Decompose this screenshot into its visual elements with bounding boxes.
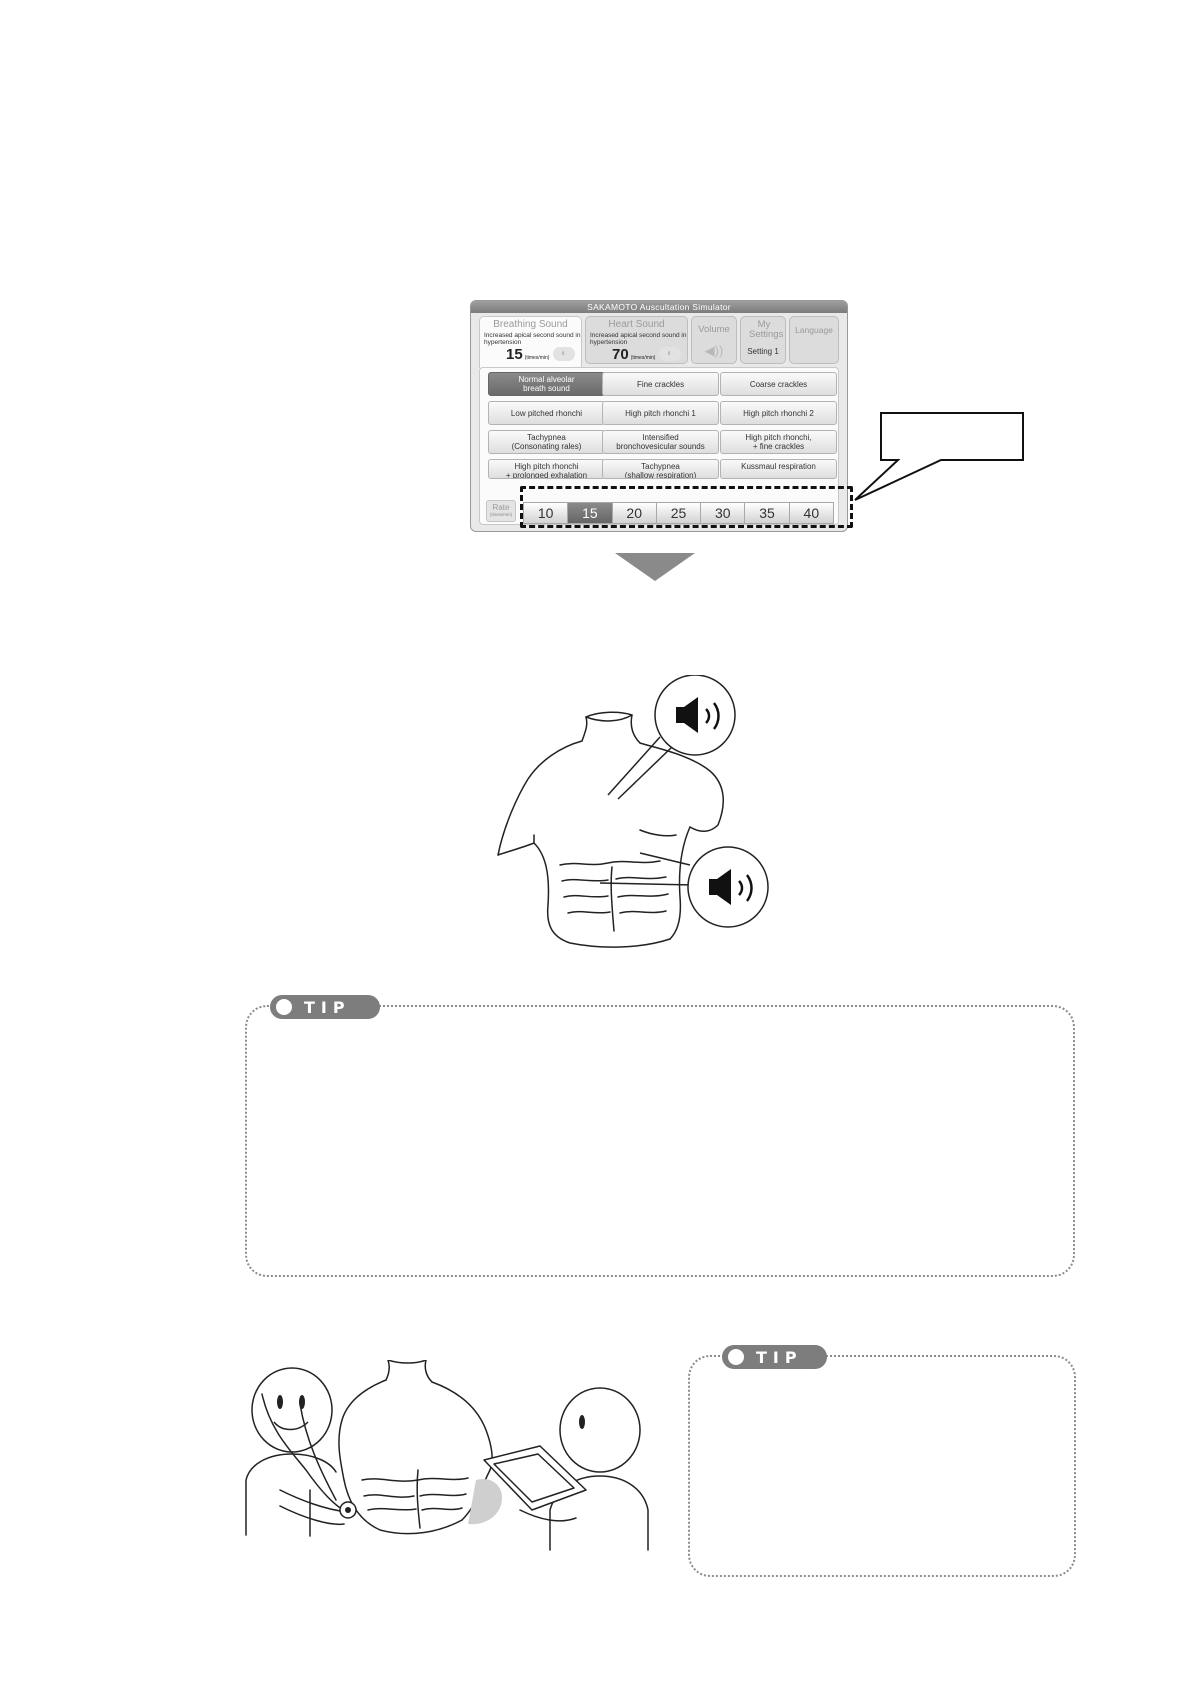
sound-button[interactable]: Intensified bronchovesicular sounds xyxy=(602,430,719,454)
sound-button[interactable]: Normal alveolar breath sound xyxy=(488,372,605,396)
rate-button-15[interactable]: 15 xyxy=(567,502,613,524)
callout-bubble xyxy=(854,412,1024,501)
speaker-icon xyxy=(709,869,753,905)
tab-heart-sound-label: Heart Sound xyxy=(608,319,665,330)
rate-button-40[interactable]: 40 xyxy=(788,502,834,524)
speaker-icon xyxy=(676,697,720,733)
tip-box-side xyxy=(688,1355,1076,1577)
sound-button[interactable]: High pitch rhonchi 1 xyxy=(602,401,719,425)
tab-breathing-sound-label: Breathing Sound xyxy=(493,319,568,330)
tab-my-settings[interactable]: My Settings Setting 1 xyxy=(740,316,786,364)
sound-button[interactable]: High pitch rhonchi 2 xyxy=(720,401,837,425)
tip-box-main xyxy=(245,1005,1075,1277)
rate-button-30[interactable]: 30 xyxy=(700,502,746,524)
tab-language[interactable]: Language xyxy=(789,316,839,364)
app-title-bar: SAKAMOTO Auscultation Simulator xyxy=(471,301,847,313)
tip-dot-icon xyxy=(728,1349,744,1365)
sound-button[interactable]: Fine crackles xyxy=(602,372,719,396)
my-settings-value: Setting 1 xyxy=(747,347,779,356)
tip-badge-main: TIP xyxy=(270,995,380,1019)
tip-dot-icon xyxy=(276,999,292,1015)
sound-button[interactable]: Tachypnea (shallow respiration) xyxy=(602,459,719,479)
training-scene-illustration xyxy=(245,1360,649,1551)
tip-label-side: TIP xyxy=(756,1347,803,1367)
sound-button[interactable]: High pitch rhonchi + prolonged exhalatio… xyxy=(488,459,605,479)
sound-button[interactable]: Low pitched rhonchi xyxy=(488,401,605,425)
rate-button-10[interactable]: 10 xyxy=(523,502,569,524)
heart-sound-subtitle: Increased apical second sound in hyperte… xyxy=(590,332,687,346)
sound-button[interactable]: High pitch rhonchi, + fine crackles xyxy=(720,430,837,454)
rate-button-35[interactable]: 35 xyxy=(744,502,790,524)
rate-label: Rate(times/min) xyxy=(486,500,516,522)
down-arrow-icon xyxy=(615,553,695,581)
lungs-icon: ◐ xyxy=(553,347,575,361)
tab-volume[interactable]: Volume ◀)) xyxy=(691,316,737,364)
breathing-sound-subtitle: Increased apical second sound in hyperte… xyxy=(484,332,581,346)
torso-mannequin-illustration xyxy=(497,675,769,948)
tab-heart-sound[interactable]: Heart Sound Increased apical second soun… xyxy=(585,316,688,364)
rate-label-unit: (times/min) xyxy=(489,512,513,517)
rate-selector-highlight xyxy=(520,486,853,528)
sound-button[interactable]: Kussmaul respiration xyxy=(720,459,837,479)
tip-label-main: TIP xyxy=(304,997,351,1017)
breathing-rate-value: 15(times/min) xyxy=(506,346,550,363)
simulator-app-screenshot: SAKAMOTO Auscultation Simulator Breathin… xyxy=(470,300,848,532)
volume-icon: ◀)) xyxy=(704,343,724,358)
rate-button-25[interactable]: 25 xyxy=(655,502,702,524)
sound-button[interactable]: Coarse crackles xyxy=(720,372,837,396)
tab-my-settings-label: My Settings xyxy=(749,319,784,340)
tab-language-label: Language xyxy=(795,325,833,335)
heart-icon: ◐ xyxy=(659,347,681,361)
sound-button[interactable]: Tachypnea (Consonating rales) xyxy=(488,430,605,454)
heart-rate-unit: (times/min) xyxy=(630,355,656,361)
tab-volume-label: Volume xyxy=(698,324,730,335)
tab-breathing-sound[interactable]: Breathing Sound Increased apical second … xyxy=(479,316,582,368)
tip-badge-side: TIP xyxy=(722,1345,827,1369)
heart-rate-value: 70(times/min) xyxy=(612,346,656,363)
breathing-rate-unit: (times/min) xyxy=(524,355,550,361)
